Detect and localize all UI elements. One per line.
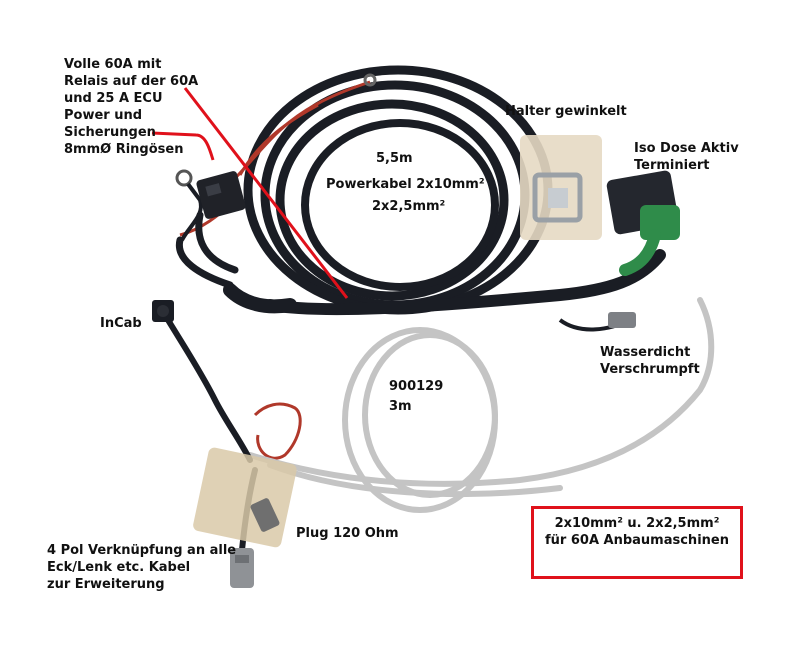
halter-label: Halter gewinkelt (505, 104, 627, 119)
four-pin-connector-icon (230, 548, 254, 588)
relay-note-label: Volle 60A mit Relais auf der 60A und 25 … (64, 57, 199, 157)
holder-bag (520, 135, 602, 240)
iso-dose-label: Iso Dose Aktiv Terminiert (634, 141, 739, 173)
incab-label: InCab (100, 316, 142, 331)
plug-label: Plug 120 Ohm (296, 526, 399, 541)
powerkabel-secondary-label: 2x2,5mm² (372, 199, 446, 214)
part-number-label: 900129 (389, 379, 444, 394)
wasserdicht-label: Wasserdicht Verschrumpft (600, 345, 700, 377)
annotation-arrows (151, 87, 349, 299)
info-box-text: 2x10mm² u. 2x2,5mm² für 60A Anbaumaschin… (545, 516, 729, 548)
powerkabel-label: Powerkabel 2x10mm² (326, 177, 485, 192)
cable-length-label: 5,5m (376, 151, 413, 166)
iso-socket-icon (606, 170, 680, 276)
black-branch-cable (175, 211, 239, 289)
incab-connector-icon (152, 300, 174, 322)
grey-cable-coil (247, 297, 715, 513)
part-length-label: 3m (389, 399, 412, 414)
info-box: 2x10mm² u. 2x2,5mm² für 60A Anbaumaschin… (531, 506, 743, 579)
four-pol-label: 4 Pol Verknüpfung an alle Eck/Lenk etc. … (47, 543, 237, 592)
plug-bag (193, 447, 297, 548)
waterproof-connector-icon (558, 312, 636, 332)
fuse-holder-icon (196, 171, 246, 219)
